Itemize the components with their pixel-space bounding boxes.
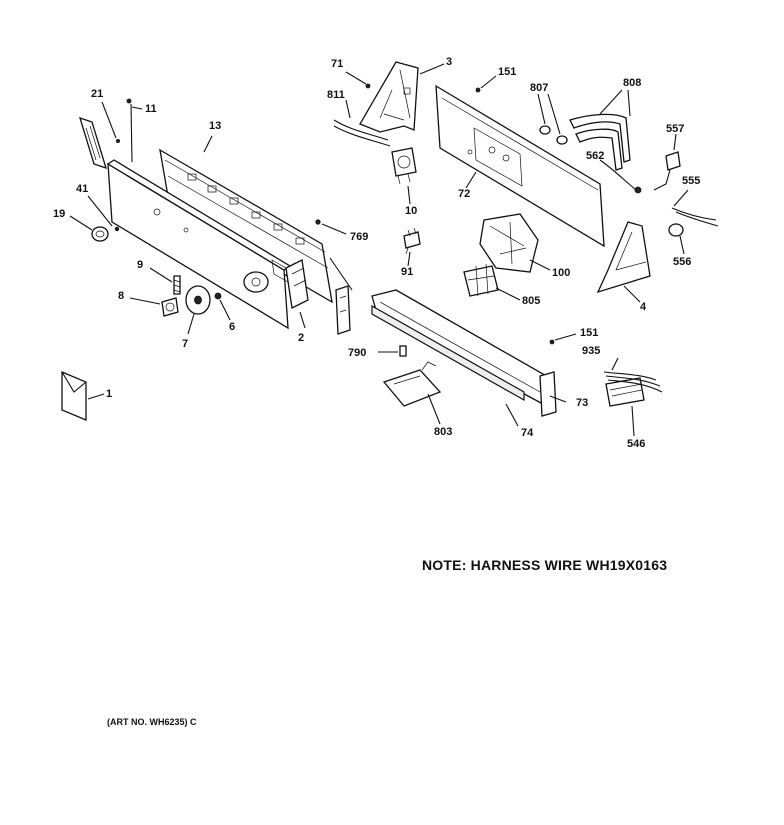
- callout-557: 557: [666, 123, 685, 135]
- part-8-switch: [129, 297, 179, 317]
- part-72-back-panel: [435, 84, 605, 248]
- part-91-switch: [403, 227, 421, 267]
- part-546-harness: [603, 357, 663, 437]
- callout-805: 805: [522, 295, 541, 307]
- part-3-bracket: [359, 61, 445, 133]
- callout-73: 73: [576, 397, 589, 409]
- part-151-screw-top: [475, 75, 497, 93]
- part-10-valve: [391, 147, 417, 205]
- part-556-switch: [668, 223, 685, 255]
- callout-74: 74: [521, 427, 534, 439]
- part-7-knob: [185, 285, 211, 335]
- callout-41: 41: [76, 183, 89, 195]
- callout-803: 803: [434, 426, 453, 438]
- part-19-knob: [69, 195, 120, 242]
- callout-21: 21: [91, 88, 104, 100]
- callout-2: 2: [298, 332, 305, 344]
- callout-935: 935: [582, 345, 601, 357]
- part-11-screw: [126, 98, 143, 163]
- part-6-washer: [214, 292, 231, 321]
- part-4-bracket: [596, 221, 651, 303]
- callout-151-bottom: 151: [580, 327, 599, 339]
- part-1-envelope: [61, 371, 105, 421]
- part-769-screw: [315, 219, 347, 235]
- part-808-hoses: [569, 89, 631, 171]
- callout-556: 556: [673, 256, 692, 268]
- part-71-screw: [345, 71, 371, 89]
- part-13-panel-frame: [159, 135, 333, 304]
- callout-546: 546: [627, 438, 646, 450]
- callout-4: 4: [640, 301, 647, 313]
- callout-100: 100: [552, 267, 571, 279]
- callout-10: 10: [405, 205, 418, 217]
- callout-71: 71: [331, 58, 344, 70]
- callout-7: 7: [182, 338, 189, 350]
- callout-555: 555: [682, 175, 701, 187]
- part-2-end-cap: [285, 259, 309, 329]
- callout-13: 13: [209, 120, 222, 132]
- part-151-screw-bottom: [549, 333, 577, 345]
- part-790-clip: [378, 345, 407, 357]
- part-555-harness: [671, 189, 719, 227]
- part-9-spring: [149, 267, 181, 295]
- callout-811: 811: [327, 89, 345, 101]
- part-panel-bracket: [329, 257, 353, 335]
- callout-11: 11: [145, 103, 157, 115]
- callout-19: 19: [53, 208, 66, 220]
- callout-562: 562: [586, 150, 605, 162]
- part-13-front-panel: [106, 159, 303, 330]
- callout-91: 91: [401, 266, 414, 278]
- art-number: (ART NO. WH6235) C: [107, 717, 197, 727]
- callout-808: 808: [623, 77, 642, 89]
- callout-3: 3: [446, 56, 453, 68]
- callout-8: 8: [118, 290, 125, 302]
- callout-807: 807: [530, 82, 549, 94]
- part-811-hose: [333, 99, 391, 147]
- callout-72: 72: [458, 188, 471, 200]
- part-805-switch: [463, 263, 521, 301]
- callout-6: 6: [229, 321, 236, 333]
- part-562-wire: [599, 159, 642, 194]
- callout-769: 769: [350, 231, 369, 243]
- part-807-grommets: [537, 93, 568, 145]
- part-21-end-cap: [79, 101, 121, 170]
- callout-9: 9: [137, 259, 144, 271]
- part-74-front-strip: [371, 304, 525, 427]
- part-100-timer: [479, 213, 551, 273]
- callout-1: 1: [106, 388, 113, 400]
- callout-790: 790: [348, 347, 367, 359]
- callout-151-top: 151: [498, 66, 517, 78]
- harness-note: NOTE: HARNESS WIRE WH19X0163: [422, 557, 668, 573]
- part-803-bracket: [382, 361, 442, 425]
- part-557-sensor: [653, 133, 681, 191]
